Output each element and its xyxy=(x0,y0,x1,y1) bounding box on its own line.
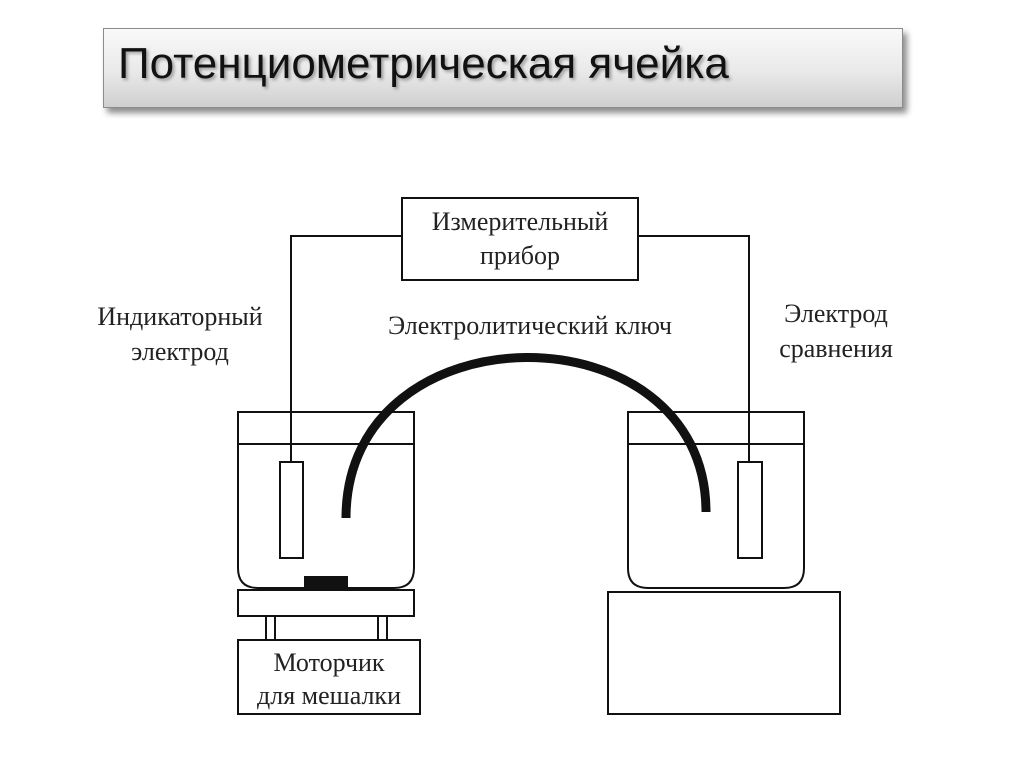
indicator-electrode-label-line2: электрод xyxy=(131,337,229,366)
meter-label-line1: Измерительный xyxy=(432,207,609,236)
stirrer-leg-left xyxy=(265,615,276,641)
motor-box xyxy=(237,639,421,715)
salt-bridge-label: Электролитический ключ xyxy=(388,311,672,340)
indicator-electrode-label-line1: Индикаторный xyxy=(97,302,262,331)
reference-stand xyxy=(607,591,841,715)
meter-label-line2: прибор xyxy=(480,241,560,270)
slide-title: Потенциометрическая ячейка xyxy=(118,39,729,88)
reference-wire xyxy=(638,235,750,462)
measuring-device-box xyxy=(401,197,639,281)
stirrer-plate xyxy=(237,589,415,617)
reference-electrode xyxy=(737,461,763,559)
motor-label-line2: для мешалки xyxy=(257,681,401,710)
stirrer-leg-right xyxy=(377,615,388,641)
reference-electrode-label-line2: сравнения xyxy=(779,334,893,363)
indicator-electrode xyxy=(279,461,304,559)
right-beaker xyxy=(627,411,805,589)
salt-bridge-tube xyxy=(341,353,711,519)
slide-title-box: Потенциометрическая ячейка xyxy=(103,28,903,108)
reference-electrode-label-line1: Электрод xyxy=(784,299,888,328)
left-beaker xyxy=(237,411,415,589)
stir-bar xyxy=(304,576,348,588)
motor-label-line1: Моторчик xyxy=(273,648,384,677)
indicator-wire xyxy=(290,235,402,462)
